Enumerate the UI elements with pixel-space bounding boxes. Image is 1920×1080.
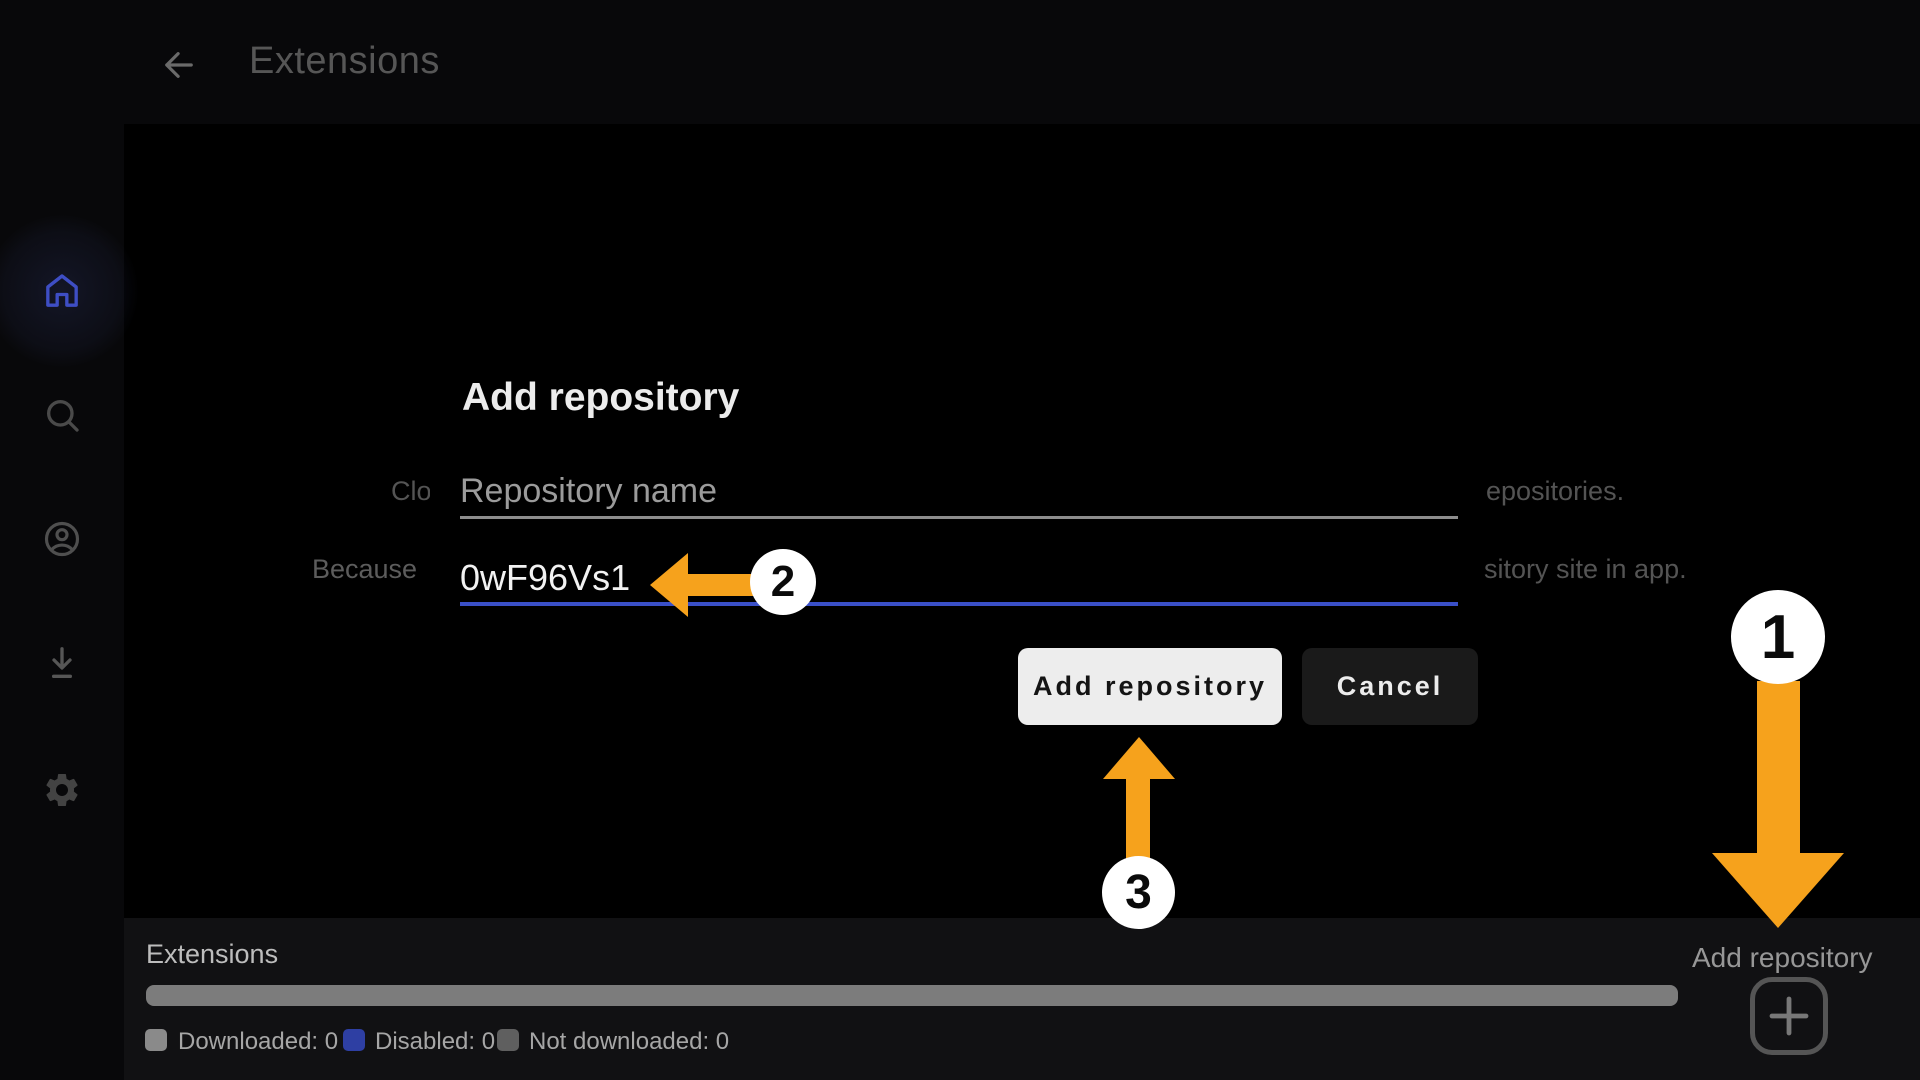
help-text-fragment: sitory site in app.	[1484, 554, 1687, 584]
step2-arrow-shaft	[687, 574, 769, 596]
arrow-left-icon	[165, 52, 193, 78]
extensions-progress-bar	[146, 985, 1678, 1006]
step3-arrow-shaft	[1126, 777, 1150, 861]
plus-icon	[1769, 996, 1809, 1036]
sidebar-item-account[interactable]	[42, 519, 82, 559]
dialog-title: Add repository	[462, 376, 740, 419]
active-item-glow	[0, 215, 138, 367]
repository-name-input[interactable]	[460, 467, 1458, 519]
search-icon	[47, 400, 79, 432]
step1-badge: 1	[1731, 590, 1825, 684]
sidebar-item-settings[interactable]	[42, 770, 82, 810]
help-text-fragment: epositories.	[1486, 476, 1625, 506]
page-title: Extensions	[249, 40, 440, 82]
sidebar-item-downloads[interactable]	[42, 643, 82, 683]
gear-icon	[46, 774, 78, 806]
account-icon	[44, 521, 80, 557]
step2-badge: 2	[750, 549, 816, 615]
extensions-section-label: Extensions	[146, 939, 279, 969]
step1-arrow-down-icon	[1712, 853, 1844, 928]
back-button[interactable]	[158, 44, 200, 86]
downloaded-swatch	[145, 1029, 167, 1051]
download-icon	[52, 647, 73, 678]
cancel-button[interactable]: Cancel	[1302, 648, 1478, 725]
add-repository-corner-label: Add repository	[1692, 942, 1873, 973]
downloaded-count: Downloaded: 0	[178, 1028, 339, 1055]
step3-badge: 3	[1102, 856, 1175, 929]
home-icon	[46, 274, 78, 307]
repository-url-input[interactable]	[460, 554, 1458, 606]
help-text-fragment: Because	[312, 554, 418, 584]
disabled-swatch	[343, 1029, 365, 1051]
not-downloaded-swatch	[497, 1029, 519, 1051]
disabled-count: Disabled: 0	[375, 1028, 496, 1055]
step1-arrow-shaft	[1757, 681, 1800, 855]
sidebar-item-home[interactable]	[42, 271, 82, 311]
sidebar-item-search[interactable]	[42, 395, 82, 435]
step3-arrow-up-icon	[1103, 737, 1175, 779]
help-text-fragment: Clo	[391, 476, 430, 506]
add-repository-button[interactable]: Add repository	[1018, 648, 1282, 725]
add-repository-plus-button[interactable]	[1750, 977, 1828, 1055]
not-downloaded-count: Not downloaded: 0	[529, 1028, 730, 1055]
step2-arrow-left-icon	[650, 553, 688, 617]
